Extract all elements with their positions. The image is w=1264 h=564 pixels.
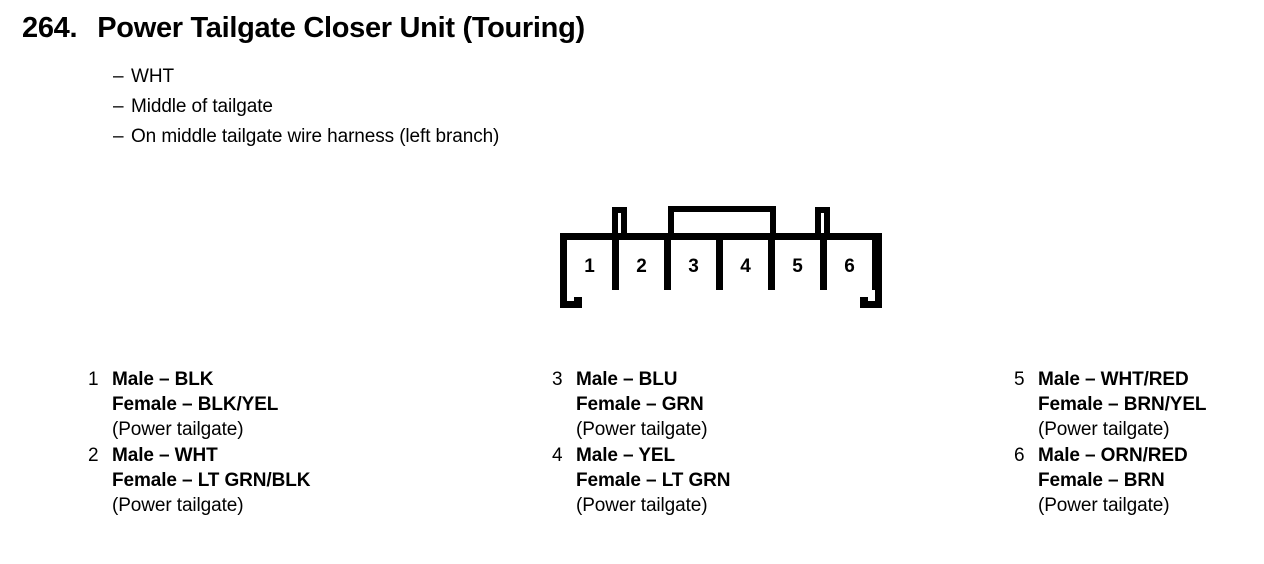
- cavity-label-5: 5: [792, 256, 803, 277]
- pin-number: 4: [552, 445, 563, 466]
- pin-male-wire: Male – WHT: [112, 445, 218, 466]
- cavity-window-5: [775, 240, 820, 290]
- connector-outline-group: 1 2 3 4 5 6: [560, 206, 882, 308]
- pin-list-column-right: 5 Male – WHT/RED Female – BRN/YEL (Power…: [1014, 367, 1264, 519]
- cavity-label-2: 2: [636, 256, 647, 277]
- pin-number: 5: [1014, 369, 1025, 390]
- cavity-window-3: [671, 240, 716, 290]
- pin-detail-group: Male – YEL Female – LT GRN (Power tailga…: [576, 443, 982, 518]
- pin-detail-group: Male – WHT Female – LT GRN/BLK (Power ta…: [112, 443, 518, 518]
- pin-number: 6: [1014, 445, 1025, 466]
- pin-number: 1: [88, 369, 99, 390]
- pin-circuit-name: (Power tailgate): [112, 419, 244, 440]
- pin-entry: 4 Male – YEL Female – LT GRN (Power tail…: [552, 443, 982, 518]
- pin-male-wire: Male – BLK: [112, 369, 214, 390]
- pin-male-wire: Male – WHT/RED: [1038, 369, 1189, 390]
- note-text: Middle of tailgate: [131, 96, 273, 117]
- pin-entry: 2 Male – WHT Female – LT GRN/BLK (Power …: [88, 443, 518, 518]
- notch-left: [567, 290, 605, 301]
- pin-detail-group: Male – WHT/RED Female – BRN/YEL (Power t…: [1038, 367, 1264, 442]
- pin-circuit-name: (Power tailgate): [1038, 495, 1170, 516]
- dash-bullet-icon: –: [113, 126, 124, 147]
- pin-female-wire: Female – LT GRN: [576, 470, 731, 491]
- pin-detail-group: Male – BLK Female – BLK/YEL (Power tailg…: [112, 367, 518, 442]
- cavity-window-6: [827, 240, 872, 290]
- pin-entry: 6 Male – ORN/RED Female – BRN (Power tai…: [1014, 443, 1264, 518]
- page-title: Power Tailgate Closer Unit (Touring): [97, 12, 585, 44]
- pin-circuit-name: (Power tailgate): [576, 495, 708, 516]
- pin-circuit-name: (Power tailgate): [1038, 419, 1170, 440]
- dash-bullet-icon: –: [113, 96, 124, 117]
- pin-circuit-name: (Power tailgate): [576, 419, 708, 440]
- locking-tab-center: [668, 206, 776, 238]
- locking-tab-left: [612, 207, 627, 238]
- entry-number: 264.: [22, 12, 78, 44]
- cavity-label-1: 1: [584, 256, 595, 277]
- pin-male-wire: Male – ORN/RED: [1038, 445, 1188, 466]
- pin-circuit-name: (Power tailgate): [112, 495, 244, 516]
- cavity-window-1: [567, 240, 612, 290]
- pin-entry: 1 Male – BLK Female – BLK/YEL (Power tai…: [88, 367, 518, 442]
- cavity-window-2: [619, 240, 664, 290]
- page-header: 264. Power Tailgate Closer Unit (Touring…: [22, 12, 1222, 45]
- pin-number: 3: [552, 369, 563, 390]
- cavity-label-4: 4: [740, 256, 751, 277]
- pin-list-column-middle: 3 Male – BLU Female – GRN (Power tailgat…: [552, 367, 982, 519]
- pin-female-wire: Female – LT GRN/BLK: [112, 470, 311, 491]
- note-text: WHT: [131, 66, 174, 87]
- cavity-window-4: [723, 240, 768, 290]
- pin-list-column-left: 1 Male – BLK Female – BLK/YEL (Power tai…: [88, 367, 518, 519]
- cavity-label-6: 6: [844, 256, 855, 277]
- pin-female-wire: Female – BRN/YEL: [1038, 394, 1207, 415]
- pin-female-wire: Female – BLK/YEL: [112, 394, 279, 415]
- pin-male-wire: Male – YEL: [576, 445, 675, 466]
- note-item: –On middle tailgate wire harness (left b…: [113, 122, 1013, 152]
- pin-detail-group: Male – BLU Female – GRN (Power tailgate): [576, 367, 982, 442]
- dash-bullet-icon: –: [113, 66, 124, 87]
- connector-diagram: 1 2 3 4 5 6: [555, 198, 895, 318]
- pin-female-wire: Female – GRN: [576, 394, 704, 415]
- pin-number: 2: [88, 445, 99, 466]
- note-text: On middle tailgate wire harness (left br…: [131, 126, 500, 147]
- pin-male-wire: Male – BLU: [576, 369, 678, 390]
- cavity-label-3: 3: [688, 256, 699, 277]
- pin-detail-group: Male – ORN/RED Female – BRN (Power tailg…: [1038, 443, 1264, 518]
- locking-tab-right: [815, 207, 830, 238]
- note-item: –Middle of tailgate: [113, 92, 1013, 122]
- connector-notes-list: –WHT –Middle of tailgate –On middle tail…: [113, 62, 1013, 152]
- pin-entry: 3 Male – BLU Female – GRN (Power tailgat…: [552, 367, 982, 442]
- pin-female-wire: Female – BRN: [1038, 470, 1165, 491]
- pin-entry: 5 Male – WHT/RED Female – BRN/YEL (Power…: [1014, 367, 1264, 442]
- notch-right: [837, 290, 875, 301]
- note-item: –WHT: [113, 62, 1013, 92]
